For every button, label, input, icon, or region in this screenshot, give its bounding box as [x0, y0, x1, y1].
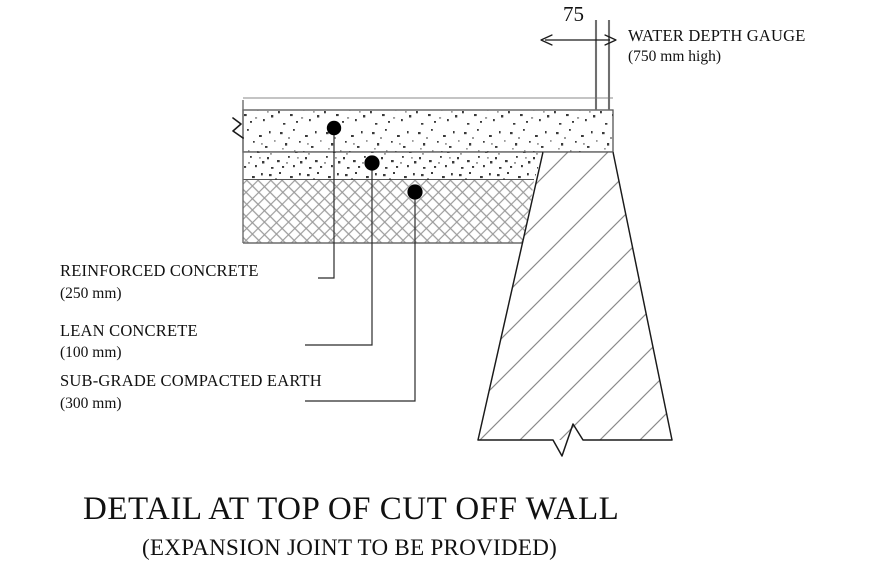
- gauge-thickness-dimension-arrow: [540, 34, 617, 46]
- break-symbol-left: [232, 117, 244, 139]
- layer-reinforced-concrete: [242, 109, 614, 153]
- water-depth-gauge-sublabel: (750 mm high): [628, 48, 721, 65]
- label-lean-concrete: LEAN CONCRETE: [60, 321, 198, 340]
- leader-sub-grade: [305, 184, 423, 402]
- slab-left-edge: [242, 97, 613, 180]
- water-depth-gauge-label: WATER DEPTH GAUGE: [628, 26, 806, 45]
- label-reinforced-concrete: REINFORCED CONCRETE: [60, 261, 259, 280]
- label-sub-grade-thickness: (300 mm): [60, 395, 122, 412]
- layer-sub-grade-compacted-earth: [242, 180, 534, 244]
- leader-lean-concrete: [305, 155, 380, 346]
- leader-reinforced-concrete: [318, 120, 342, 279]
- dimension-value-75: 75: [563, 2, 584, 26]
- cut-off-wall: [477, 151, 673, 441]
- layer-lean-concrete: [243, 151, 543, 181]
- drawing-subtitle: (EXPANSION JOINT TO BE PROVIDED): [142, 535, 558, 560]
- water-depth-gauge: [594, 20, 611, 110]
- label-reinforced-concrete-thickness: (250 mm): [60, 285, 122, 302]
- label-sub-grade-compacted-earth: SUB-GRADE COMPACTED EARTH: [60, 371, 322, 390]
- label-lean-concrete-thickness: (100 mm): [60, 344, 122, 361]
- wall-bottom-break-line: [477, 423, 673, 457]
- drawing-title: DETAIL AT TOP OF CUT OFF WALL: [83, 491, 620, 527]
